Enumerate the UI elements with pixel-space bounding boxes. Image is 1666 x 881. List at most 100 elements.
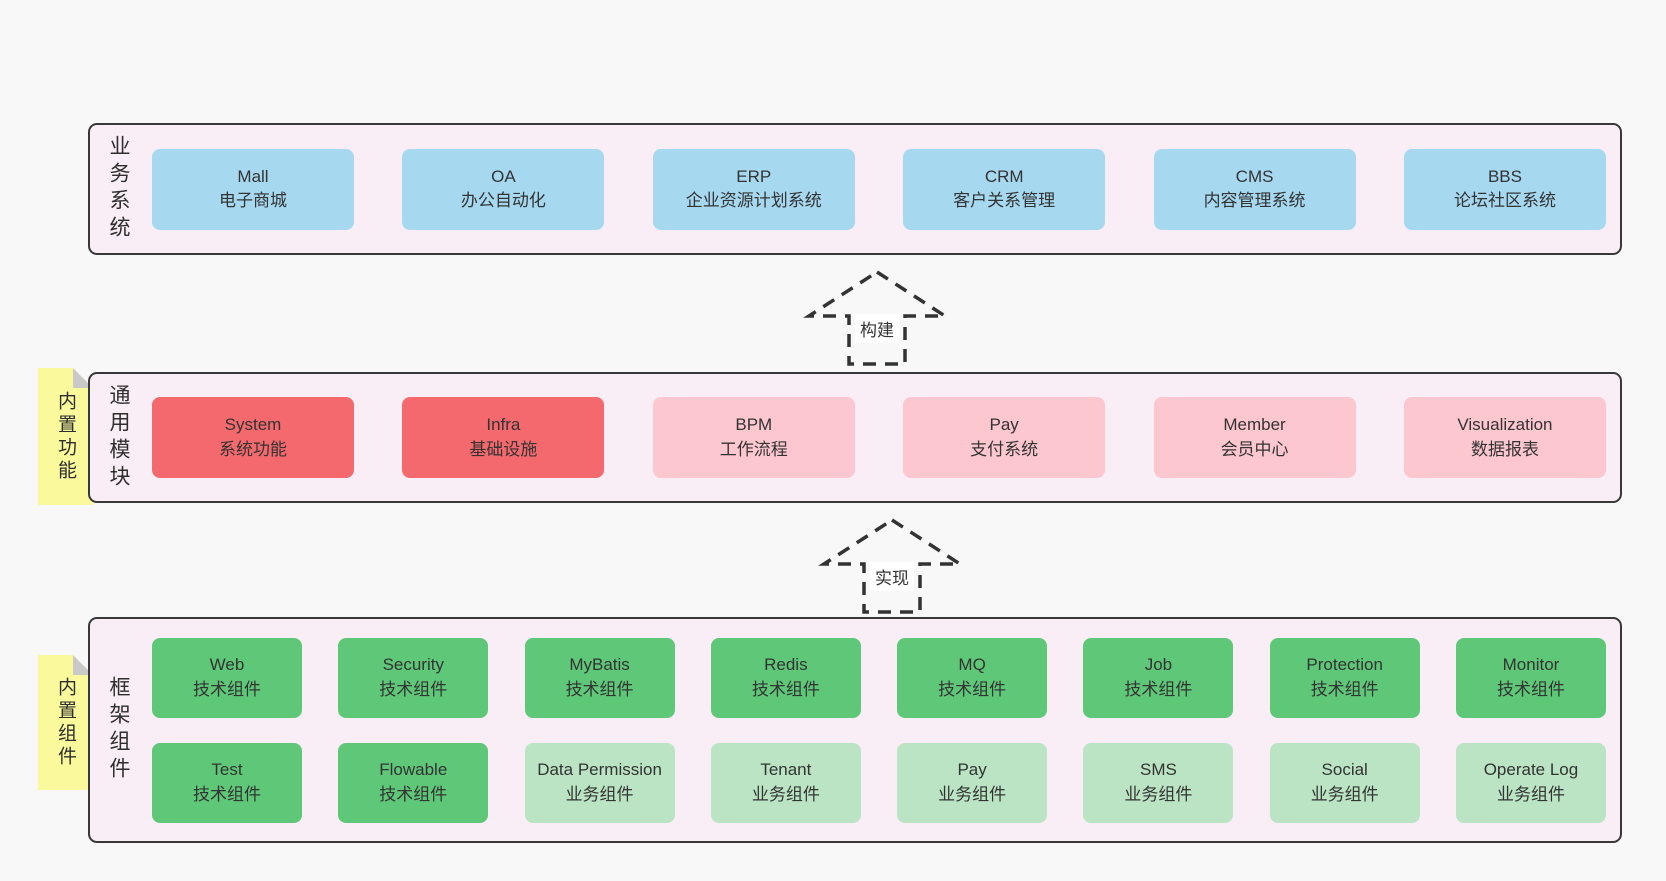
box-zh: 业务组件 <box>938 784 1007 804</box>
box-en: Monitor <box>1502 655 1560 675</box>
box-en: SMS <box>1139 760 1177 780</box>
note-label: 内置组件 <box>55 676 76 769</box>
box-en: Data Permission <box>537 760 662 780</box>
framework-row-2: Test 技术组件 Flowable 技术组件 Data Permission … <box>152 742 1606 823</box>
box-tenant: Tenant 业务组件 <box>710 742 861 823</box>
box-zh: 技术组件 <box>1496 679 1565 699</box>
band-business-side-label: 业务系统 <box>90 125 146 253</box>
band-common-modules: 通用模块 System 系统功能 Infra 基础设施 BPM 工作流程 Pay… <box>88 372 1622 503</box>
box-zh: 系统功能 <box>219 439 287 459</box>
box-en: BBS <box>1487 166 1522 186</box>
box-en: Pay <box>989 415 1019 435</box>
arrow-implement: 实现 <box>812 516 972 616</box>
box-zh: 基础设施 <box>469 439 538 459</box>
box-zh: 技术组件 <box>379 784 448 804</box>
box-oa: OA 办公自动化 <box>402 148 605 230</box>
box-social: Social 业务组件 <box>1269 742 1420 823</box>
band-side-label-text: 框架组件 <box>107 676 130 784</box>
box-cms: CMS 内容管理系统 <box>1153 148 1356 230</box>
box-zh: 内容管理系统 <box>1203 191 1306 210</box>
box-zh: 支付系统 <box>970 439 1039 459</box>
box-redis: Redis 技术组件 <box>710 637 861 718</box>
box-zh: 电子商城 <box>219 191 287 210</box>
box-zh: 数据报表 <box>1470 439 1539 459</box>
framework-boxes-rows: Web 技术组件 Security 技术组件 MyBatis 技术组件 Redi… <box>146 619 1620 841</box>
box-en: Member <box>1223 415 1286 435</box>
box-web: Web 技术组件 <box>152 637 302 718</box>
arrow-build-label: 构建 <box>855 314 899 343</box>
box-zh: 业务组件 <box>565 784 634 804</box>
box-en: Web <box>209 655 245 675</box>
box-zh: 企业资源计划系统 <box>685 191 822 210</box>
box-crm: CRM 客户关系管理 <box>903 148 1106 230</box>
band-framework-side-label: 框架组件 <box>90 619 146 841</box>
box-en: BPM <box>735 415 773 435</box>
arrow-implement-label: 实现 <box>870 562 914 591</box>
box-en: Pay <box>957 760 987 780</box>
box-zh: 业务组件 <box>1310 784 1379 804</box>
arrow-build: 构建 <box>797 268 957 368</box>
framework-row-1: Web 技术组件 Security 技术组件 MyBatis 技术组件 Redi… <box>152 637 1606 718</box>
box-zh: 技术组件 <box>379 679 448 699</box>
box-pay-component: Pay 业务组件 <box>897 742 1048 823</box>
note-label: 内置功能 <box>55 390 76 483</box>
band-business-systems: 业务系统 Mall 电子商城 OA 办公自动化 ERP 企业资源计划系统 CRM… <box>88 123 1622 255</box>
box-zh: 业务组件 <box>1124 784 1193 804</box>
box-mall: Mall 电子商城 <box>152 148 354 230</box>
box-flowable: Flowable 技术组件 <box>338 742 489 823</box>
box-en: CMS <box>1235 166 1274 186</box>
box-zh: 技术组件 <box>1310 679 1379 699</box>
box-en: System <box>224 415 282 435</box>
box-en: Mall <box>237 166 269 186</box>
box-en: Tenant <box>760 760 812 780</box>
box-zh: 业务组件 <box>1496 784 1565 804</box>
box-zh: 技术组件 <box>193 679 261 699</box>
box-en: MQ <box>958 655 986 675</box>
box-visualization: Visualization 数据报表 <box>1403 397 1606 478</box>
box-en: Security <box>382 655 444 675</box>
box-zh: 会员中心 <box>1220 439 1289 459</box>
box-zh: 技术组件 <box>938 679 1007 699</box>
box-operate-log: Operate Log 业务组件 <box>1455 742 1606 823</box>
box-sms: SMS 业务组件 <box>1083 742 1234 823</box>
box-zh: 技术组件 <box>1124 679 1193 699</box>
box-en: MyBatis <box>569 655 630 675</box>
box-en: Operate Log <box>1483 760 1579 780</box>
box-zh: 办公自动化 <box>460 191 546 210</box>
box-mybatis: MyBatis 技术组件 <box>524 637 675 718</box>
box-en: Test <box>211 760 243 780</box>
box-pay-module: Pay 支付系统 <box>903 397 1106 478</box>
box-data-permission: Data Permission 业务组件 <box>524 742 675 823</box>
box-security: Security 技术组件 <box>338 637 489 718</box>
band-framework-components: 框架组件 Web 技术组件 Security 技术组件 MyBatis 技术组件… <box>88 617 1622 843</box>
box-en: Flowable <box>379 760 448 780</box>
box-zh: 业务组件 <box>751 784 820 804</box>
band-common-side-label: 通用模块 <box>90 374 146 501</box>
box-zh: 客户关系管理 <box>953 191 1056 210</box>
box-erp: ERP 企业资源计划系统 <box>652 148 855 230</box>
box-en: Protection <box>1306 655 1383 675</box>
band-side-label-text: 通用模块 <box>107 383 130 492</box>
business-boxes-row: Mall 电子商城 OA 办公自动化 ERP 企业资源计划系统 CRM 客户关系… <box>146 125 1620 253</box>
box-job: Job 技术组件 <box>1083 637 1234 718</box>
box-en: Visualization <box>1457 415 1553 435</box>
box-en: Infra <box>486 415 521 435</box>
box-system: System 系统功能 <box>152 397 354 478</box>
box-en: Social <box>1321 760 1368 780</box>
box-test: Test 技术组件 <box>152 742 302 823</box>
box-zh: 论坛社区系统 <box>1453 191 1556 210</box>
box-bpm: BPM 工作流程 <box>652 397 855 478</box>
box-en: Redis <box>764 655 808 675</box>
box-zh: 工作流程 <box>719 439 788 459</box>
box-infra: Infra 基础设施 <box>402 397 605 478</box>
box-en: ERP <box>736 166 772 186</box>
sticky-note-built-in-components: 内置组件 <box>38 655 93 790</box>
box-mq: MQ 技术组件 <box>897 637 1048 718</box>
sticky-note-built-in-features: 内置功能 <box>38 368 93 505</box>
box-monitor: Monitor 技术组件 <box>1455 637 1606 718</box>
box-en: Job <box>1144 655 1173 675</box>
box-zh: 技术组件 <box>565 679 634 699</box>
box-bbs: BBS 论坛社区系统 <box>1403 148 1606 230</box>
box-en: CRM <box>984 166 1024 186</box>
box-en: OA <box>491 166 516 186</box>
